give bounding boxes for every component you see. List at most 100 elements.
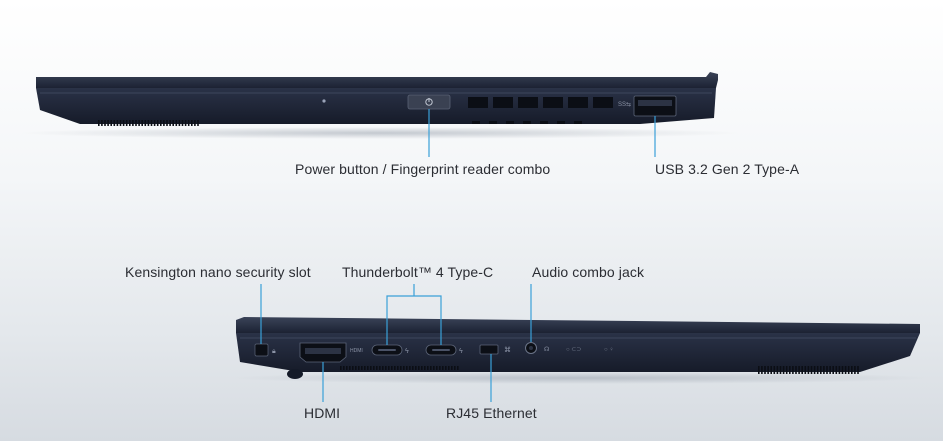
- vent-slot: [854, 366, 856, 374]
- vent-slot: [138, 120, 140, 126]
- vent-slot: [427, 366, 429, 370]
- vent-slot: [424, 366, 426, 370]
- vent-slot: [406, 366, 408, 370]
- thunderbolt-icon-2: ϟ: [459, 348, 463, 355]
- vent-slot: [104, 120, 106, 126]
- vent-slot: [409, 366, 411, 370]
- vent-slot: [119, 120, 122, 126]
- usb-logo: SS⇆: [618, 101, 631, 108]
- vent-slot: [385, 366, 387, 370]
- vent-slot: [468, 97, 488, 108]
- vent-slot: [807, 366, 810, 374]
- vent-slot: [758, 366, 760, 374]
- vent-slot: [415, 366, 417, 370]
- vent-slot: [367, 366, 369, 370]
- vent-slot: [795, 366, 797, 374]
- vent-slot: [129, 120, 131, 126]
- vent-slot: [493, 97, 513, 108]
- vent-slot: [370, 366, 372, 370]
- vent-slot: [457, 366, 459, 370]
- vent-slot: [364, 366, 366, 370]
- vent-slot: [191, 120, 193, 126]
- vent-slot: [181, 120, 184, 126]
- vent-slot: [574, 121, 582, 124]
- vent-slot: [184, 120, 187, 126]
- vent-slot: [454, 366, 456, 370]
- vent-slot: [857, 366, 859, 374]
- shadow-top: [20, 127, 740, 139]
- vent-slot: [826, 366, 828, 374]
- vent-slot: [841, 366, 844, 374]
- vent-slot: [163, 120, 165, 126]
- vent-slot: [789, 366, 791, 374]
- vent-slot: [767, 366, 769, 374]
- label-rj45: RJ45 Ethernet: [446, 405, 537, 421]
- vent-slot: [543, 97, 563, 108]
- vent-slot: [144, 120, 147, 126]
- vent-slot: [361, 366, 363, 370]
- vent-slot: [832, 366, 834, 374]
- vent-slot: [782, 366, 785, 374]
- thunderbolt-icon-1: ϟ: [405, 348, 409, 355]
- vent-slot: [489, 121, 497, 124]
- shadow-bottom: [230, 372, 930, 384]
- vent-slot: [761, 366, 763, 374]
- vent-slot: [132, 120, 134, 126]
- vent-slot: [194, 120, 196, 126]
- vent-slot: [150, 120, 153, 126]
- rj45-port[interactable]: [479, 344, 499, 355]
- vent-slot: [388, 366, 390, 370]
- vent-slot: [835, 366, 838, 374]
- vent-slot: [773, 366, 776, 374]
- vent-slot: [448, 366, 450, 370]
- vent-slot: [153, 120, 156, 126]
- vent-slot: [391, 366, 393, 370]
- vent-slot: [400, 366, 402, 370]
- vent-slot: [847, 366, 850, 374]
- base-bottom: [236, 333, 920, 372]
- vent-slot: [172, 120, 174, 126]
- status-led: [322, 99, 326, 103]
- vent-slot: [122, 120, 125, 126]
- vent-slot: [433, 366, 435, 370]
- vent-slot: [379, 366, 381, 370]
- vent-slot: [472, 121, 480, 124]
- vent-slot: [160, 120, 162, 126]
- vent-slot: [523, 121, 531, 124]
- rubber-foot: [287, 369, 303, 379]
- battery-indicator-icon: ○ ⊂⊃: [566, 347, 581, 353]
- vent-slot: [820, 366, 822, 374]
- label-power-button: Power button / Fingerprint reader combo: [295, 161, 551, 177]
- vent-slot: [801, 366, 803, 374]
- hdmi-logo: HDMI: [350, 348, 363, 354]
- lid-bottom: [236, 317, 920, 333]
- vent-slot: [439, 366, 441, 370]
- vent-slot: [518, 97, 538, 108]
- vent-slot: [376, 366, 378, 370]
- vent-slot: [540, 121, 548, 124]
- vent-slot: [506, 121, 514, 124]
- vent-slot: [110, 120, 112, 126]
- vent-slot: [829, 366, 831, 374]
- exhaust-grille: [468, 97, 613, 108]
- vent-slot: [107, 120, 109, 126]
- vent-slot: [373, 366, 375, 370]
- vent-slot: [394, 366, 396, 370]
- vent-slot: [785, 366, 788, 374]
- vent-slot: [445, 366, 447, 370]
- vent-slot: [175, 120, 178, 126]
- kensington-slot[interactable]: [254, 343, 269, 357]
- vent-slot: [187, 120, 190, 126]
- vent-slot: [403, 366, 405, 370]
- laptop-left-side: 🔒︎ HDMI ϟ ϟ ⌘ ☊ ○ ⊂⊃ ○ ♀: [230, 284, 930, 402]
- vent-slot: [810, 366, 813, 374]
- vent-slot: [798, 366, 800, 374]
- vent-slot: [116, 120, 119, 126]
- light-indicator-icon: ○ ♀: [604, 347, 614, 353]
- vent-slot: [135, 120, 137, 126]
- vent-slot: [98, 120, 100, 126]
- lock-icon: 🔒︎: [272, 348, 276, 355]
- vent-slot: [382, 366, 384, 370]
